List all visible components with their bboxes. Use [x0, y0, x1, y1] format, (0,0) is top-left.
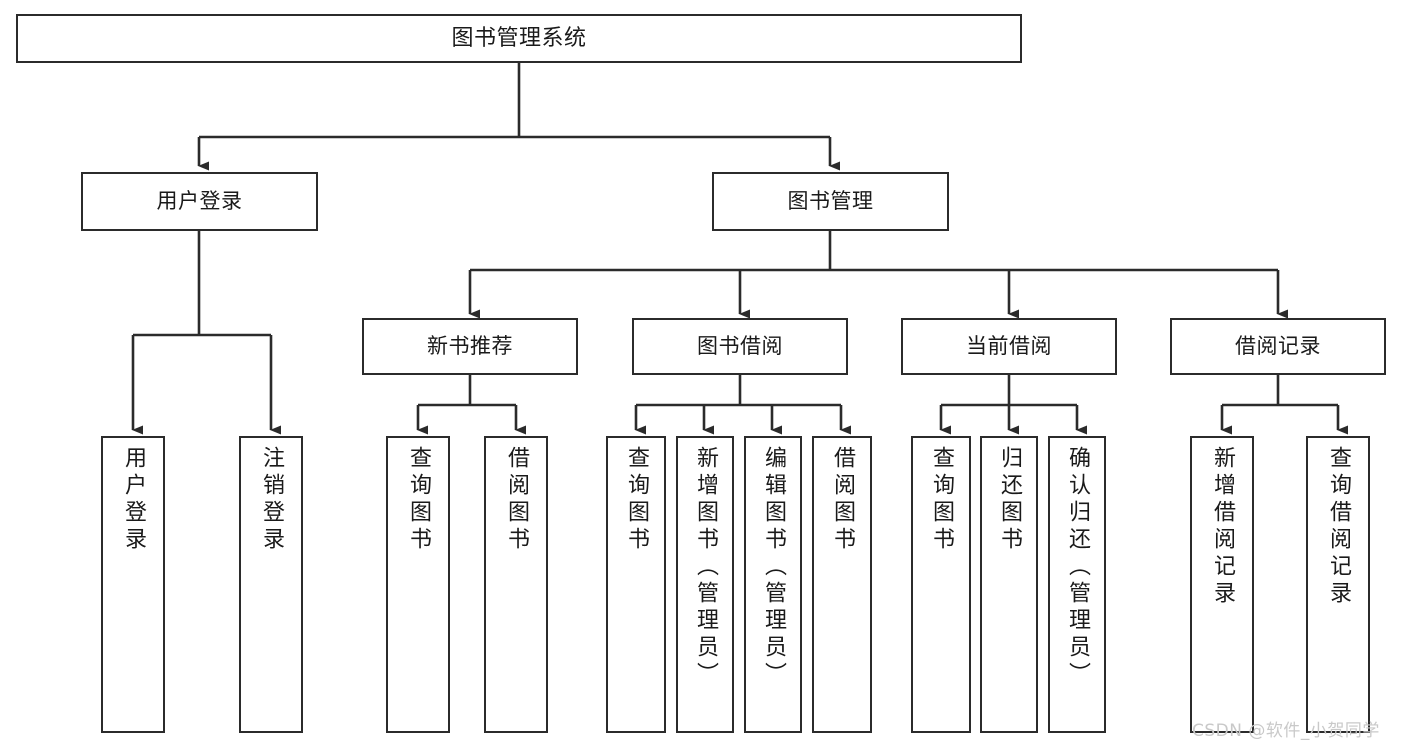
leaf-book-borrow-add-book-admin[interactable]: 新增图书（管理员） [676, 436, 734, 733]
node-label: 新增图书（管理员） [693, 446, 718, 689]
leaf-book-borrow-borrow-book[interactable]: 借阅图书 [812, 436, 872, 733]
leaf-new-book-borrow-book[interactable]: 借阅图书 [484, 436, 548, 733]
leaf-book-borrow-query-book[interactable]: 查询图书 [606, 436, 666, 733]
node-user-login[interactable]: 用户登录 [81, 172, 318, 231]
leaf-current-borrow-confirm-return-admin[interactable]: 确认归还（管理员） [1048, 436, 1106, 733]
node-label: 借阅图书 [504, 446, 529, 554]
node-label: 用户登录 [121, 446, 146, 554]
leaf-borrow-record-query-record[interactable]: 查询借阅记录 [1306, 436, 1370, 733]
leaf-new-book-query-book[interactable]: 查询图书 [386, 436, 450, 733]
leaf-user-login-login[interactable]: 用户登录 [101, 436, 165, 733]
node-label: 新增借阅记录 [1210, 446, 1235, 608]
csdn-watermark: CSDN @软件_小贺同学 [1192, 721, 1380, 741]
node-borrow-record[interactable]: 借阅记录 [1170, 318, 1386, 375]
node-label: 查询图书 [406, 446, 431, 554]
leaf-borrow-record-add-record[interactable]: 新增借阅记录 [1190, 436, 1254, 733]
node-label: 查询图书 [624, 446, 649, 554]
node-book-management[interactable]: 图书管理 [712, 172, 949, 231]
node-label: 图书借阅 [697, 334, 783, 359]
node-label: 图书管理 [787, 189, 874, 214]
node-label: 查询借阅记录 [1326, 446, 1351, 608]
leaf-current-borrow-query-book[interactable]: 查询图书 [911, 436, 971, 733]
node-label: 注销登录 [259, 446, 284, 554]
node-label: 查询图书 [929, 446, 954, 554]
leaf-user-login-logout[interactable]: 注销登录 [239, 436, 303, 733]
leaf-book-borrow-edit-book-admin[interactable]: 编辑图书（管理员） [744, 436, 802, 733]
node-label: 用户登录 [156, 189, 243, 214]
node-label: 编辑图书（管理员） [761, 446, 786, 689]
node-label: 新书推荐 [427, 334, 513, 359]
node-label: 归还图书 [997, 446, 1022, 554]
node-root-book-management-system[interactable]: 图书管理系统 [16, 14, 1022, 63]
leaf-current-borrow-return-book[interactable]: 归还图书 [980, 436, 1038, 733]
node-label: 借阅记录 [1235, 334, 1321, 359]
node-new-book-recommend[interactable]: 新书推荐 [362, 318, 578, 375]
node-current-borrow[interactable]: 当前借阅 [901, 318, 1117, 375]
node-label: 借阅图书 [830, 446, 855, 554]
node-label: 图书管理系统 [451, 25, 587, 51]
node-label: 确认归还（管理员） [1065, 446, 1090, 689]
node-label: 当前借阅 [966, 334, 1052, 359]
node-book-borrow[interactable]: 图书借阅 [632, 318, 848, 375]
